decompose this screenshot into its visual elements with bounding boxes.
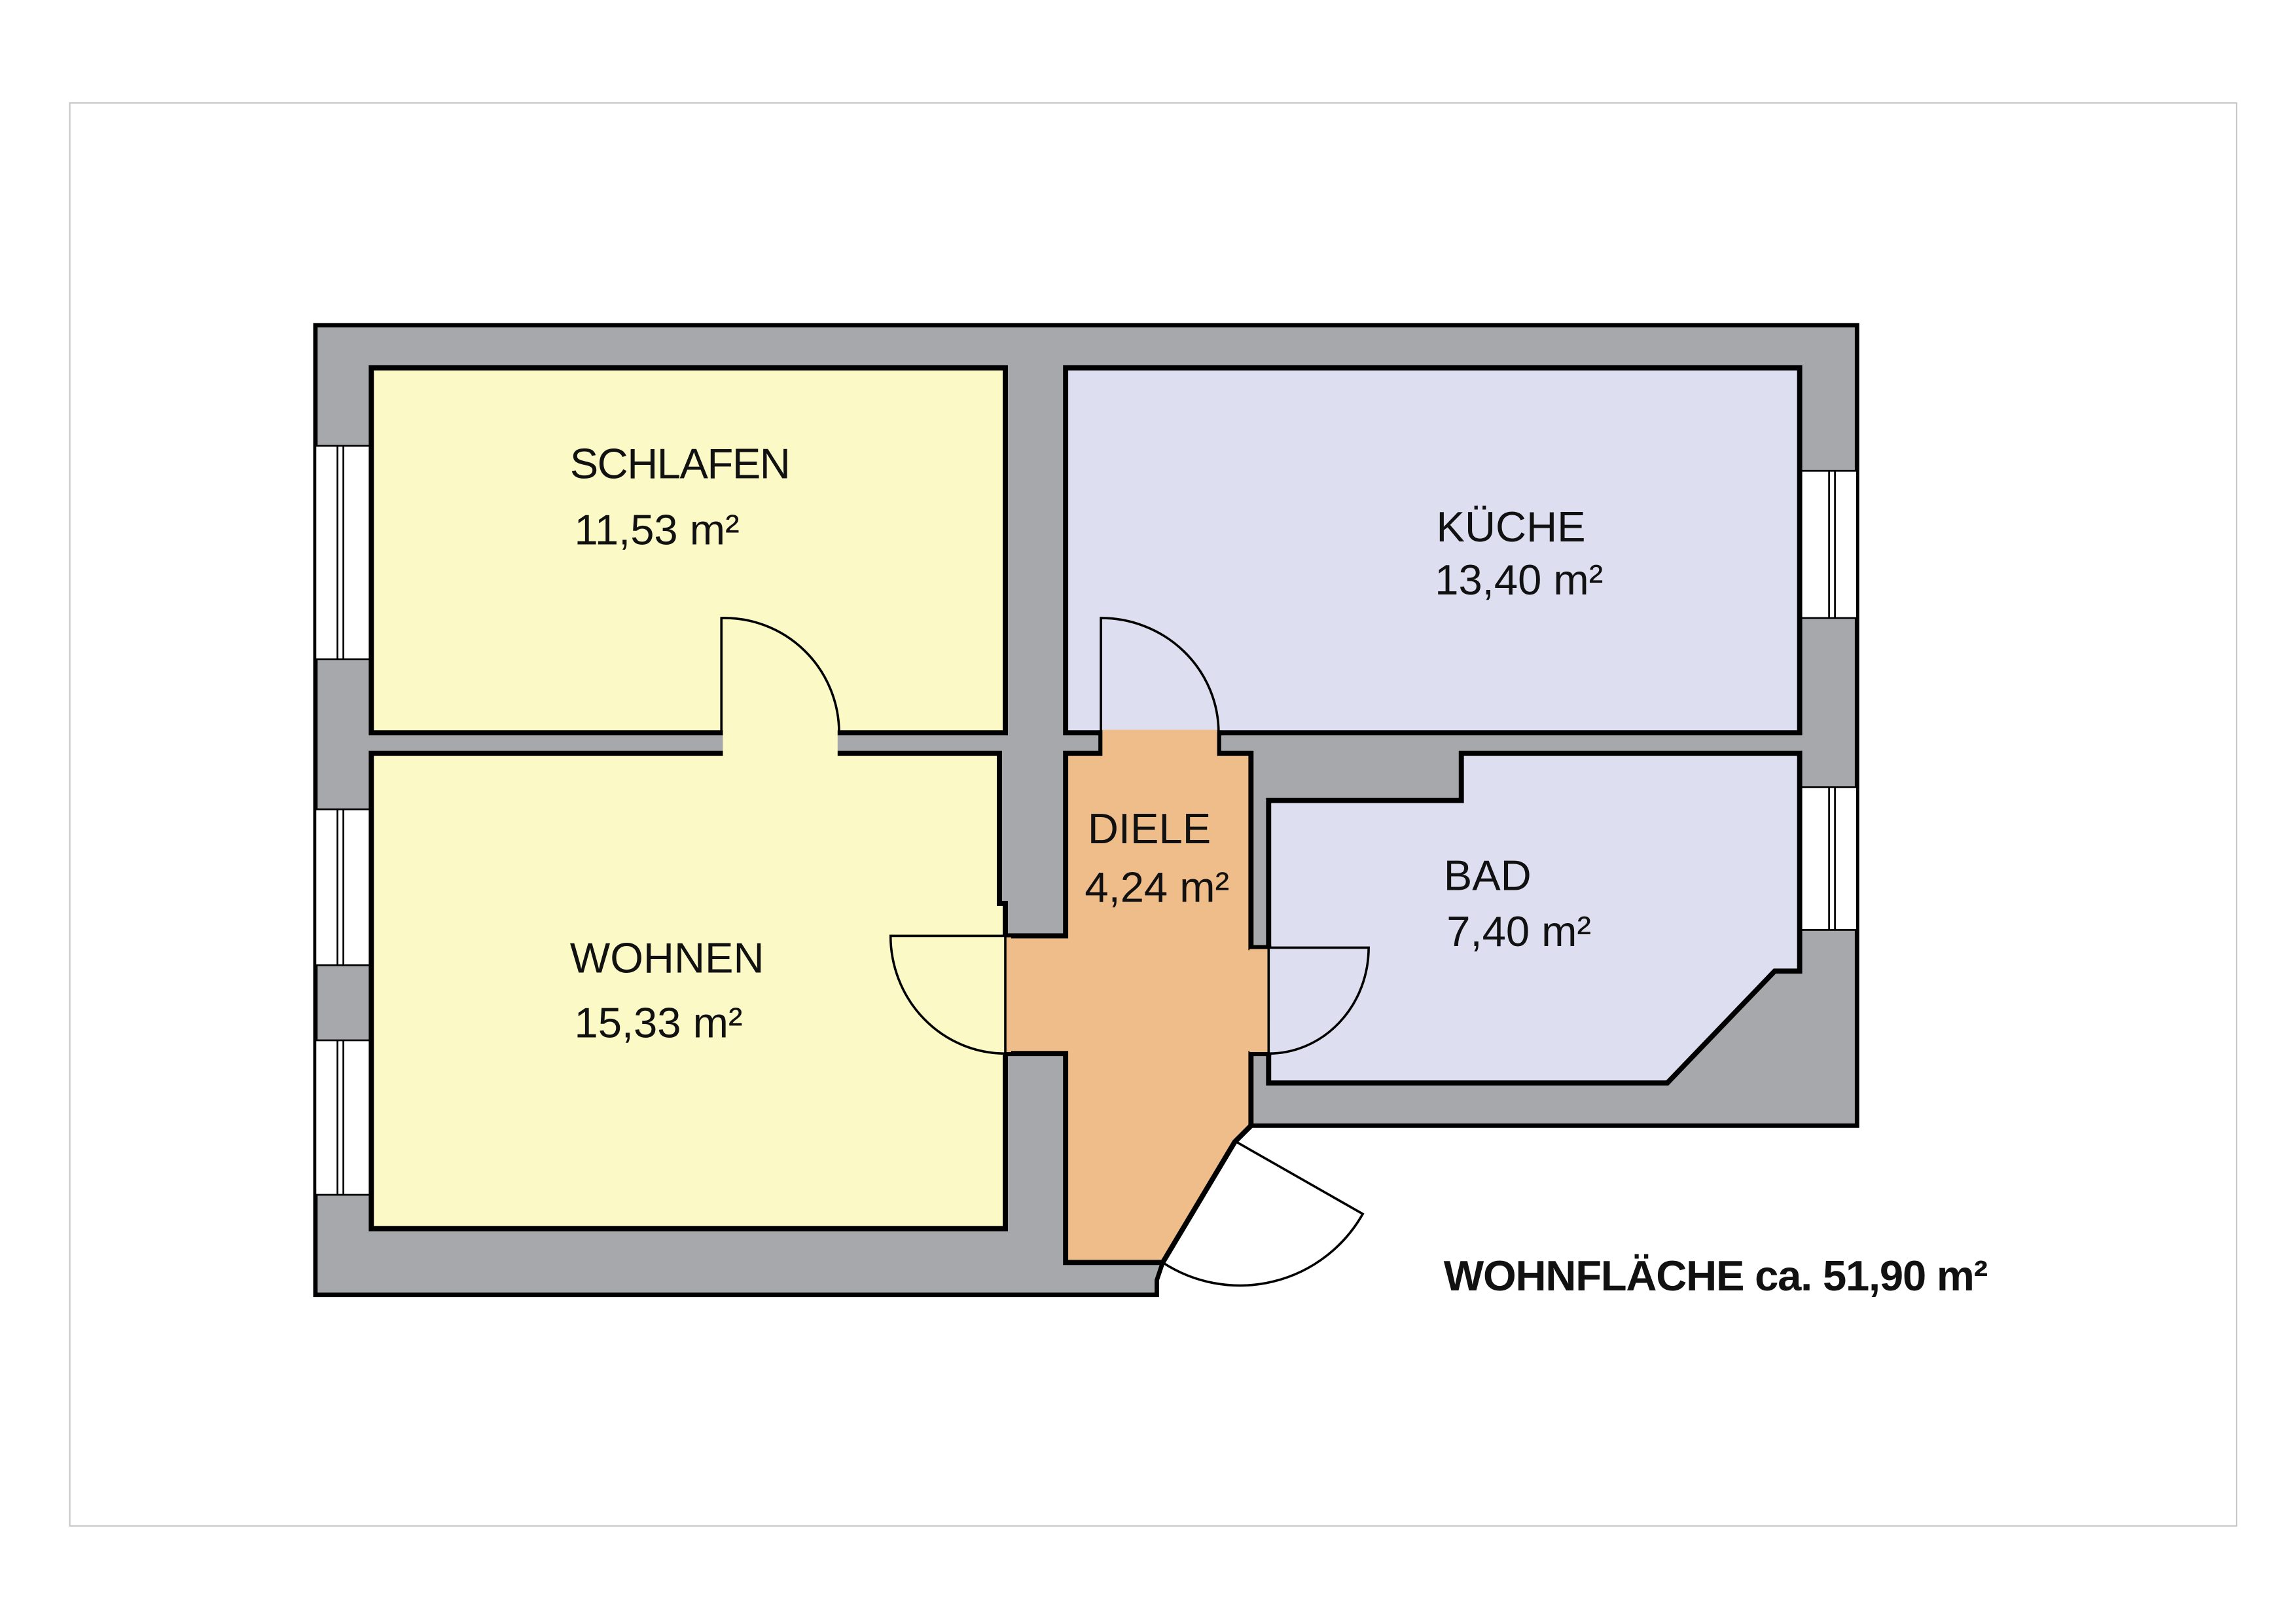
room-bad xyxy=(1266,750,1803,1086)
room-schlafen xyxy=(368,365,1008,736)
room-label-diele: DIELE xyxy=(1088,805,1211,852)
opening-schlafen-wohnen xyxy=(723,729,838,757)
room-label-wohnen: WOHNEN xyxy=(570,934,764,982)
opening-bad-diele xyxy=(1249,949,1270,1052)
room-area-wohnen: 15,33 m² xyxy=(574,998,742,1046)
room-label-bad: BAD xyxy=(1444,852,1532,900)
door-entrance[interactable] xyxy=(1162,1140,1365,1287)
room-area-diele: 4,24 m² xyxy=(1085,864,1229,911)
door-kueche[interactable] xyxy=(1100,617,1220,733)
door-wohnen[interactable] xyxy=(889,934,1007,1055)
room-area-schlafen: 11,53 m² xyxy=(574,506,739,554)
opening-kueche-diele xyxy=(1102,729,1217,757)
room-kueche xyxy=(1063,365,1803,736)
door-bad[interactable] xyxy=(1267,946,1370,1055)
total-living-area: WOHNFLÄCHE ca. 51,90 m² xyxy=(1444,1252,1988,1300)
opening-wohnen-diele xyxy=(1003,937,1011,1052)
room-wohnen xyxy=(368,750,1008,1231)
window-kueche xyxy=(1799,469,1858,619)
window-wohnen-2 xyxy=(314,1039,372,1196)
window-wohnen-1 xyxy=(314,808,372,966)
windows xyxy=(314,445,1858,1196)
window-schlafen xyxy=(314,445,372,661)
room-label-kueche: KÜCHE xyxy=(1437,503,1586,551)
room-label-schlafen: SCHLAFEN xyxy=(570,439,791,487)
room-area-kueche: 13,40 m² xyxy=(1435,556,1603,604)
room-area-bad: 7,40 m² xyxy=(1446,907,1591,955)
window-bad xyxy=(1799,786,1858,931)
door-schlafen[interactable] xyxy=(720,617,840,733)
